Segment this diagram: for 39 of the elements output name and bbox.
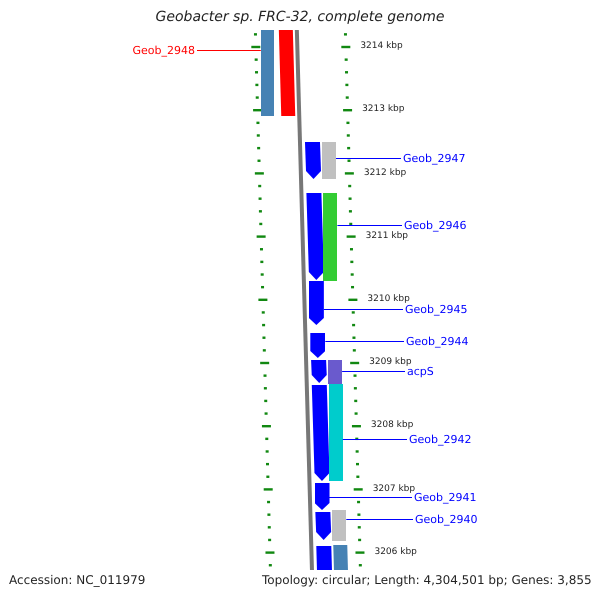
scale-label: 3207 kbp [372,484,416,494]
title: Geobacter sp. FRC-32, complete genome [154,9,446,25]
accession-text: Accession: NC_011979 [9,573,146,588]
leader-line [335,158,402,159]
gene-label: Geob_2942 [409,433,472,446]
leader-line [336,225,402,226]
gene-label: acpS [407,365,434,378]
gene-label: Geob_2946 [404,219,466,232]
leader-line [329,497,412,498]
scale-label: 3208 kbp [370,420,414,430]
leader-line [346,519,414,520]
leader-line [342,371,406,372]
gene-label: Geob_2947 [403,152,466,165]
scale-label: 3210 kbp [367,294,410,304]
genome-info-text: Topology: circular; Length: 4,304,501 bp; Genes: 3,855 [262,573,592,588]
gene-feature [322,142,336,179]
gene-feature [332,510,346,541]
gene-label: Geob_2948 [132,44,195,57]
scale-label: 3214 kbp [360,41,403,52]
gene-feature [314,483,330,510]
scale-label: 3206 kbp [374,546,417,557]
leader-line [342,439,408,440]
scale-label: 3209 kbp [369,357,412,368]
gene-feature [328,384,343,481]
gene-feature [260,30,274,116]
leader-line [324,341,404,342]
gene-label: Geob_2941 [414,491,476,504]
gene-label: Geob_2944 [406,335,468,348]
gene-feature [308,281,324,325]
gene-label: Geob_2945 [405,303,468,316]
gene-label: Geob_2940 [415,513,478,526]
gene-feature [328,360,342,384]
scale-label: 3212 kbp [364,168,406,178]
leader-line [323,309,404,310]
gene-feature [310,333,326,358]
scale-label: 3211 kbp [366,230,408,241]
leader-line [196,50,262,51]
gene-feature [323,193,338,281]
scale-label: 3213 kbp [362,104,404,114]
